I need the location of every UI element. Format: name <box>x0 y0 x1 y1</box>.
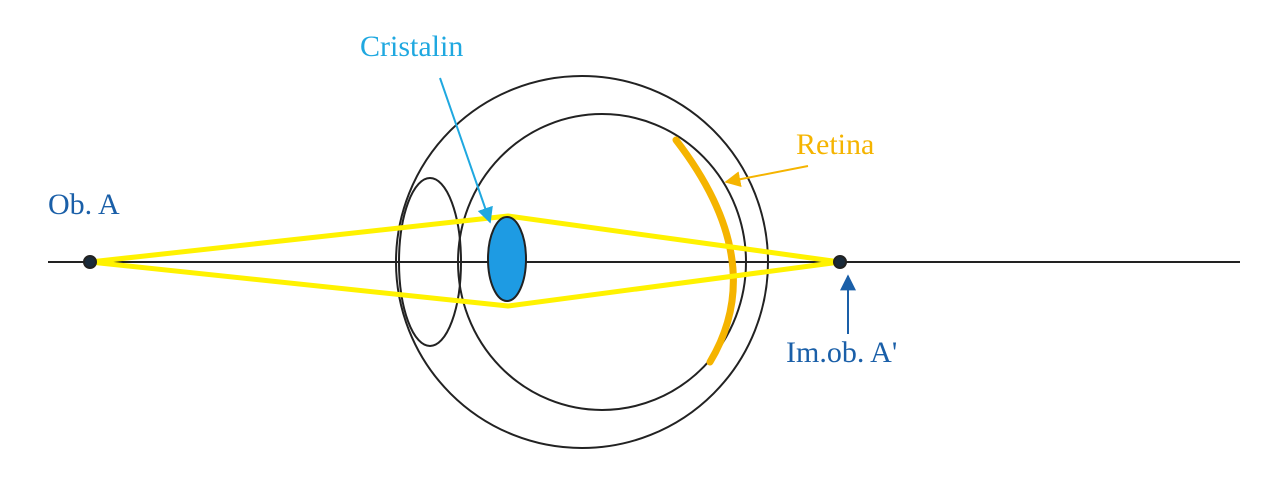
object-point <box>83 255 97 269</box>
retina-arc <box>672 136 737 366</box>
light-rays <box>89 213 841 309</box>
retina-label: Retina <box>796 128 874 161</box>
lens-pointer-arrow <box>439 77 493 224</box>
eyeball-outer <box>395 75 769 449</box>
ray-upper <box>89 213 841 265</box>
crystalline-lens <box>487 216 527 302</box>
ray-lower <box>89 259 841 309</box>
retina-pointer-arrow <box>724 165 809 188</box>
image-point <box>833 255 847 269</box>
lens-label: Cristalin <box>360 30 463 63</box>
object-label: Ob. A <box>48 188 120 221</box>
image-label: Im.ob. A' <box>786 336 897 369</box>
vitreous-body <box>457 113 747 411</box>
anterior-chamber <box>398 177 462 347</box>
